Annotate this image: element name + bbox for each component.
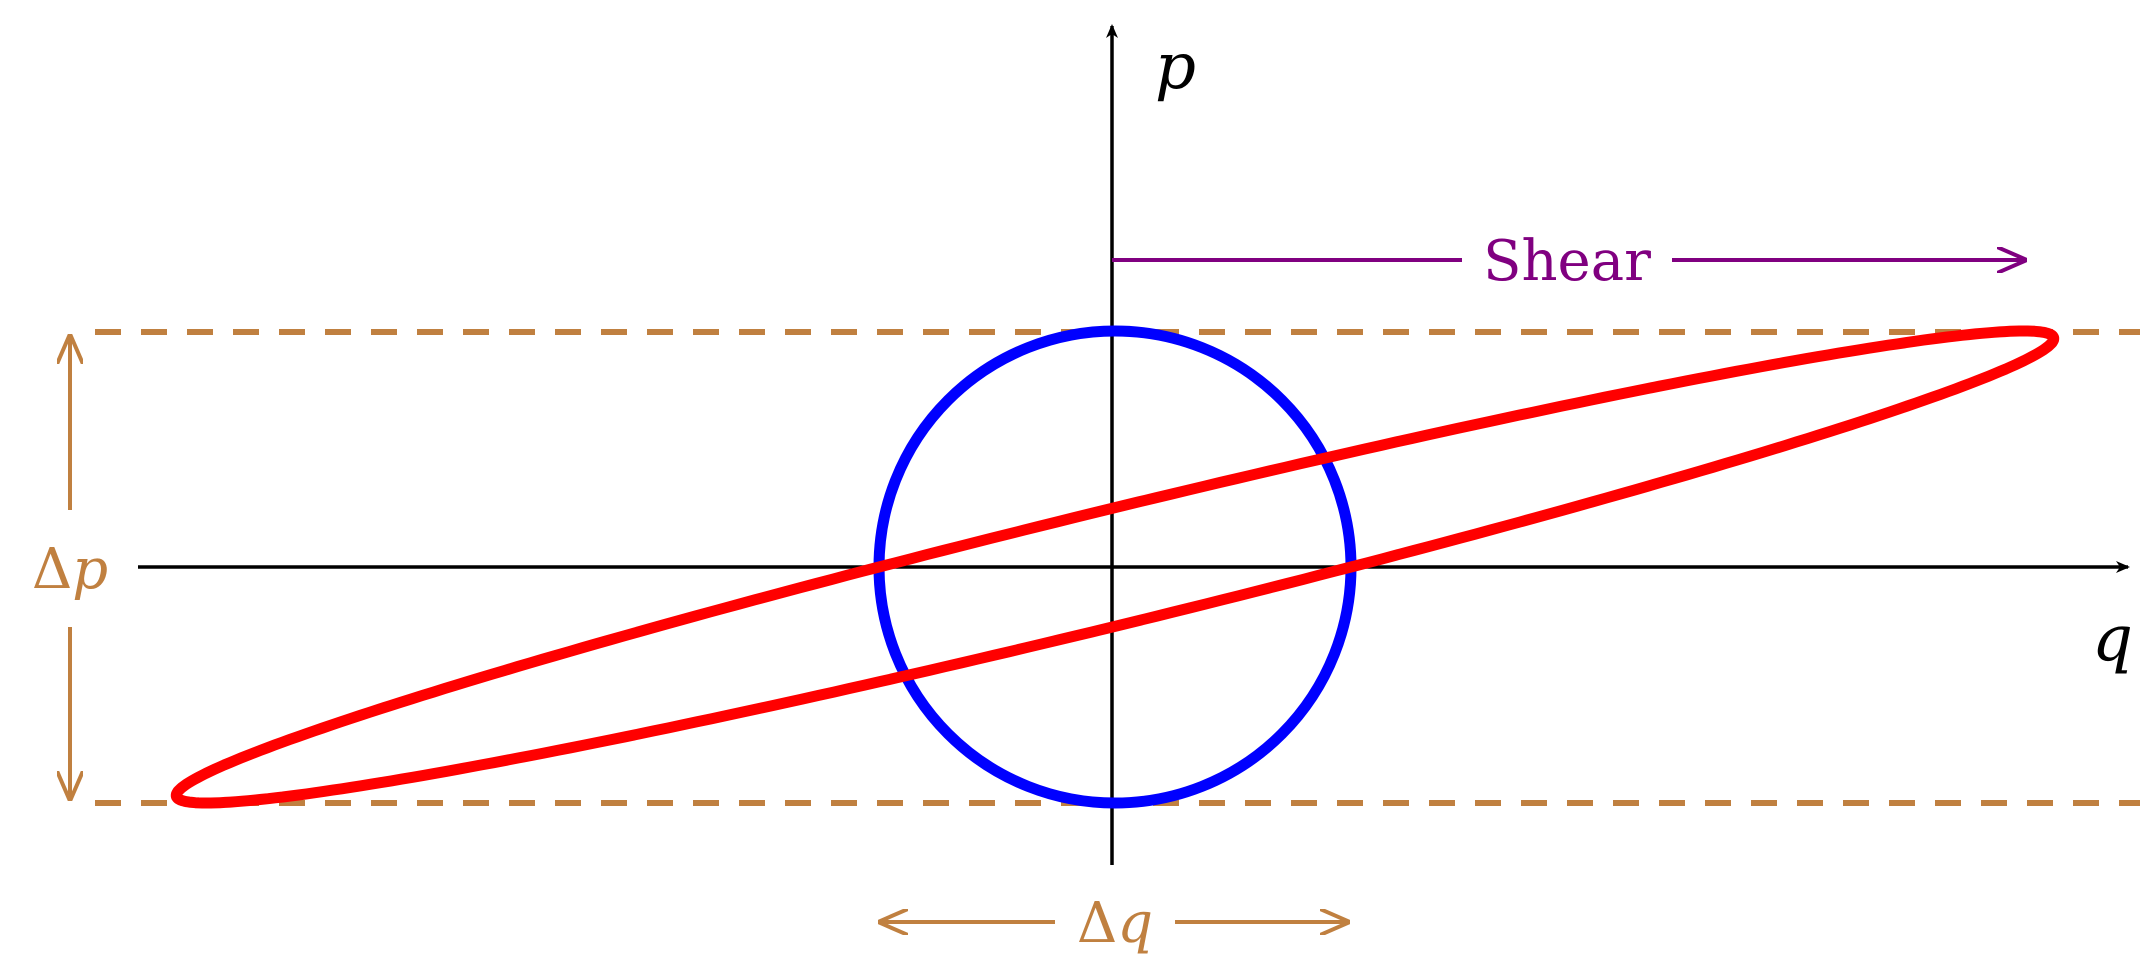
shear-label: Shear <box>1483 229 1651 294</box>
sheared-ellipse <box>170 325 2060 809</box>
p-axis-label: p <box>1155 30 1196 104</box>
q-axis-label: q <box>2092 602 2133 676</box>
delta-p-label: Δp <box>32 537 108 602</box>
delta-q-label: Δq <box>1077 891 1153 956</box>
